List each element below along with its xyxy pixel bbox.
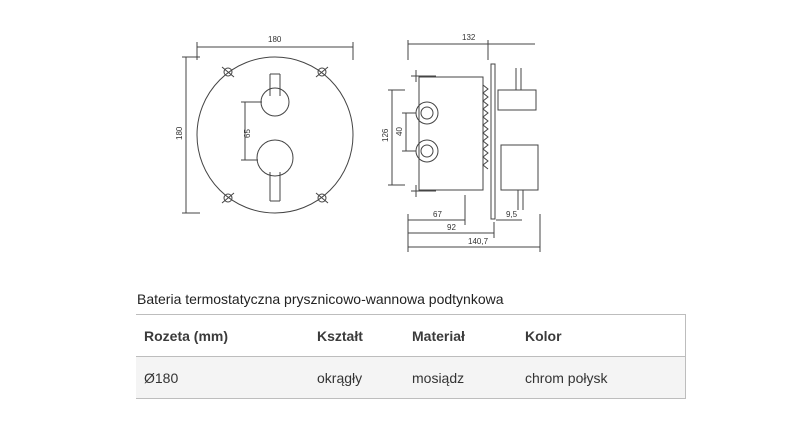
dim-d4: 9,5	[506, 210, 518, 219]
dim-side-height: 126	[381, 128, 390, 142]
upper-knob	[260, 87, 290, 117]
spec-table: Rozeta (mm) Kształt Materiał Kolor Ø180 …	[136, 314, 686, 399]
cell-material: mosiądz	[404, 356, 517, 399]
dim-handle-spacing: 65	[243, 129, 252, 138]
table-row: Ø180 okrągły mosiądz chrom połysk	[136, 356, 686, 399]
product-title: Bateria termostatyczna prysznicowo-wanno…	[137, 291, 504, 307]
header-shape: Kształt	[309, 314, 404, 357]
header-material: Materiał	[404, 314, 517, 357]
cell-color: chrom połysk	[517, 356, 686, 399]
dim-d3: 140,7	[468, 237, 489, 246]
cell-shape: okrągły	[309, 356, 404, 399]
valve-body	[418, 76, 484, 191]
dim-front-height: 180	[175, 126, 184, 140]
table-header-row: Rozeta (mm) Kształt Materiał Kolor	[136, 314, 686, 357]
dim-outlet-spacing: 40	[395, 127, 404, 136]
lower-knob	[256, 139, 294, 177]
header-rosette: Rozeta (mm)	[136, 314, 309, 357]
dim-d2: 92	[447, 223, 456, 232]
dim-d1: 67	[433, 210, 442, 219]
header-color: Kolor	[517, 314, 686, 357]
technical-drawing: 180 180 65 132 126 40 67 92 140,7 9,5	[175, 33, 541, 252]
dim-side-depth: 132	[462, 33, 476, 42]
dim-front-width: 180	[268, 35, 282, 44]
cell-rosette: Ø180	[136, 356, 309, 399]
rosette-outline	[196, 56, 354, 214]
